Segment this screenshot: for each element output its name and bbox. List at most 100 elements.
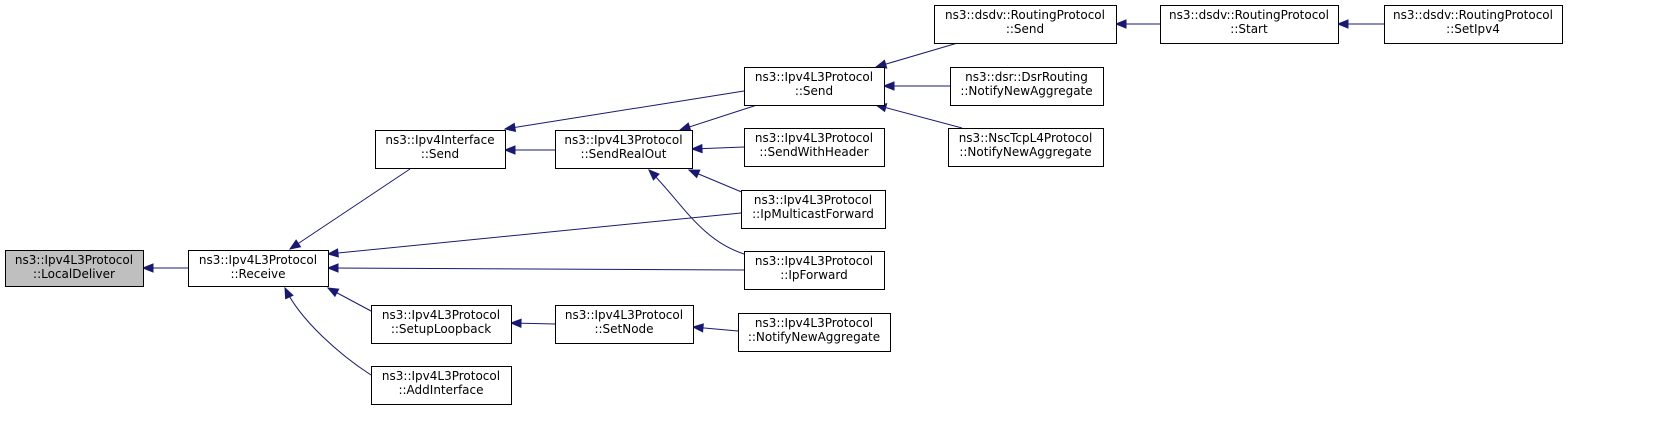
arrowhead xyxy=(284,286,294,300)
node-box[interactable] xyxy=(948,128,1104,167)
edge-n16-to-n15 xyxy=(1336,19,1384,29)
edge-line xyxy=(679,104,758,131)
edge-n3-to-n1 xyxy=(326,287,372,312)
node-box[interactable] xyxy=(934,5,1117,44)
edge-line xyxy=(875,41,962,68)
edge-n5-to-n2 xyxy=(503,145,555,155)
node-method-label: ::NotifyNewAggregate xyxy=(959,145,1091,159)
arrowhead xyxy=(288,239,302,250)
node-class-label: ns3::NscTcpL4Protocol xyxy=(959,131,1093,145)
edge-n1-to-n0 xyxy=(141,263,188,273)
graph-node-n11[interactable]: ns3::Ipv4L3Protocol::NotifyNewAggregate xyxy=(738,313,891,352)
graph-node-n1[interactable]: ns3::Ipv4L3Protocol::Receive xyxy=(188,250,329,287)
node-method-label: ::Send xyxy=(421,147,459,161)
node-method-label: ::LocalDeliver xyxy=(33,267,115,281)
graph-node-n16[interactable]: ns3::dsdv::RoutingProtocol::SetIpv4 xyxy=(1384,5,1563,44)
edge-line xyxy=(504,90,745,130)
node-box[interactable] xyxy=(555,130,693,169)
graph-node-n3[interactable]: ns3::Ipv4L3Protocol::SetupLoopback xyxy=(371,305,512,344)
node-method-label: ::Send xyxy=(1006,22,1044,36)
edge-n9-to-n1 xyxy=(326,212,742,258)
graph-node-n4[interactable]: ns3::Ipv4L3Protocol::AddInterface xyxy=(371,366,512,405)
node-class-label: ns3::Ipv4Interface xyxy=(385,133,494,147)
node-box[interactable] xyxy=(1160,5,1339,44)
arrowhead xyxy=(326,263,339,273)
node-class-label: ns3::Ipv4L3Protocol xyxy=(755,254,873,268)
arrowhead xyxy=(509,318,522,328)
graph-node-n7[interactable]: ns3::Ipv4L3Protocol::Send xyxy=(744,67,885,106)
edge-n7-to-n2 xyxy=(503,90,745,133)
node-box[interactable] xyxy=(950,67,1104,106)
graph-node-n10[interactable]: ns3::Ipv4L3Protocol::IpForward xyxy=(744,251,885,290)
node-method-label: ::AddInterface xyxy=(398,383,483,397)
node-box[interactable] xyxy=(744,67,885,106)
node-method-label: ::SetNode xyxy=(594,322,653,336)
edge-n2-to-n1 xyxy=(288,168,411,250)
graph-node-n14[interactable]: ns3::NscTcpL4Protocol::NotifyNewAggregat… xyxy=(948,128,1104,167)
node-method-label: ::SendWithHeader xyxy=(759,145,868,159)
graph-node-n8[interactable]: ns3::Ipv4L3Protocol::SendWithHeader xyxy=(744,128,885,167)
node-method-label: ::Send xyxy=(795,84,833,98)
node-class-label: ns3::Ipv4L3Protocol xyxy=(564,133,682,147)
node-class-label: ns3::Ipv4L3Protocol xyxy=(199,253,317,267)
graph-node-n13[interactable]: ns3::dsr::DsrRouting::NotifyNewAggregate xyxy=(950,67,1104,106)
arrowhead xyxy=(141,263,154,273)
edge-n8-to-n5 xyxy=(690,143,745,154)
edge-n11-to-n6 xyxy=(691,323,739,333)
arrowhead xyxy=(678,122,692,132)
arrowhead xyxy=(1336,19,1349,29)
node-box[interactable] xyxy=(188,250,329,287)
node-class-label: ns3::dsdv::RoutingProtocol xyxy=(945,8,1105,22)
graph-node-n5[interactable]: ns3::Ipv4L3Protocol::SendRealOut xyxy=(555,130,693,169)
node-method-label: ::SetupLoopback xyxy=(391,322,491,336)
node-class-label: ns3::Ipv4L3Protocol xyxy=(755,316,873,330)
edges-layer xyxy=(141,19,1384,376)
node-method-label: ::NotifyNewAggregate xyxy=(960,84,1092,98)
edge-n6-to-n3 xyxy=(509,318,556,328)
edge-n9-to-n5 xyxy=(687,169,745,194)
graph-node-n15[interactable]: ns3::dsdv::RoutingProtocol::Start xyxy=(1160,5,1339,44)
node-class-label: ns3::dsdv::RoutingProtocol xyxy=(1393,8,1553,22)
arrowhead xyxy=(503,145,516,155)
arrowhead xyxy=(687,169,701,179)
node-box[interactable] xyxy=(371,366,512,405)
graph-node-n9[interactable]: ns3::Ipv4L3Protocol::IpMulticastForward xyxy=(741,190,886,229)
node-box[interactable] xyxy=(744,251,885,290)
node-class-label: ns3::Ipv4L3Protocol xyxy=(565,308,683,322)
node-box[interactable] xyxy=(555,305,694,344)
edge-line xyxy=(875,104,963,129)
arrowhead xyxy=(1114,19,1127,29)
arrowhead xyxy=(326,287,340,298)
edge-n4-to-n1 xyxy=(284,286,372,376)
nodes-layer: ns3::Ipv4L3Protocol::LocalDeliverns3::Ip… xyxy=(5,5,1563,405)
edge-n10-to-n5 xyxy=(648,169,745,255)
node-method-label: ::IpMulticastForward xyxy=(752,207,874,221)
node-class-label: ns3::dsr::DsrRouting xyxy=(965,70,1088,84)
node-box[interactable] xyxy=(371,305,512,344)
arrowhead xyxy=(691,323,704,333)
arrowhead xyxy=(326,248,339,258)
edge-n14-to-n7 xyxy=(874,103,963,129)
edge-n15-to-n12 xyxy=(1114,19,1160,29)
node-method-label: ::IpForward xyxy=(780,268,848,282)
node-method-label: ::Receive xyxy=(230,267,285,281)
graph-node-n6[interactable]: ns3::Ipv4L3Protocol::SetNode xyxy=(555,305,694,344)
edge-n10-to-n1 xyxy=(326,263,745,273)
node-class-label: ns3::Ipv4L3Protocol xyxy=(754,193,872,207)
node-box[interactable] xyxy=(1384,5,1563,44)
node-box[interactable] xyxy=(741,190,886,229)
root-node-box[interactable] xyxy=(5,250,144,287)
node-box[interactable] xyxy=(738,313,891,352)
node-box[interactable] xyxy=(375,130,506,169)
edge-line xyxy=(648,169,745,255)
node-method-label: ::NotifyNewAggregate xyxy=(748,330,880,344)
arrowhead xyxy=(882,81,895,91)
edge-n13-to-n7 xyxy=(882,81,950,91)
graph-node-n2[interactable]: ns3::Ipv4Interface::Send xyxy=(375,130,506,169)
node-box[interactable] xyxy=(744,128,885,167)
node-class-label: ns3::Ipv4L3Protocol xyxy=(755,131,873,145)
graph-node-n0[interactable]: ns3::Ipv4L3Protocol::LocalDeliver xyxy=(5,250,144,287)
graph-node-n12[interactable]: ns3::dsdv::RoutingProtocol::Send xyxy=(934,5,1117,44)
edge-n12-to-n7 xyxy=(874,41,962,69)
